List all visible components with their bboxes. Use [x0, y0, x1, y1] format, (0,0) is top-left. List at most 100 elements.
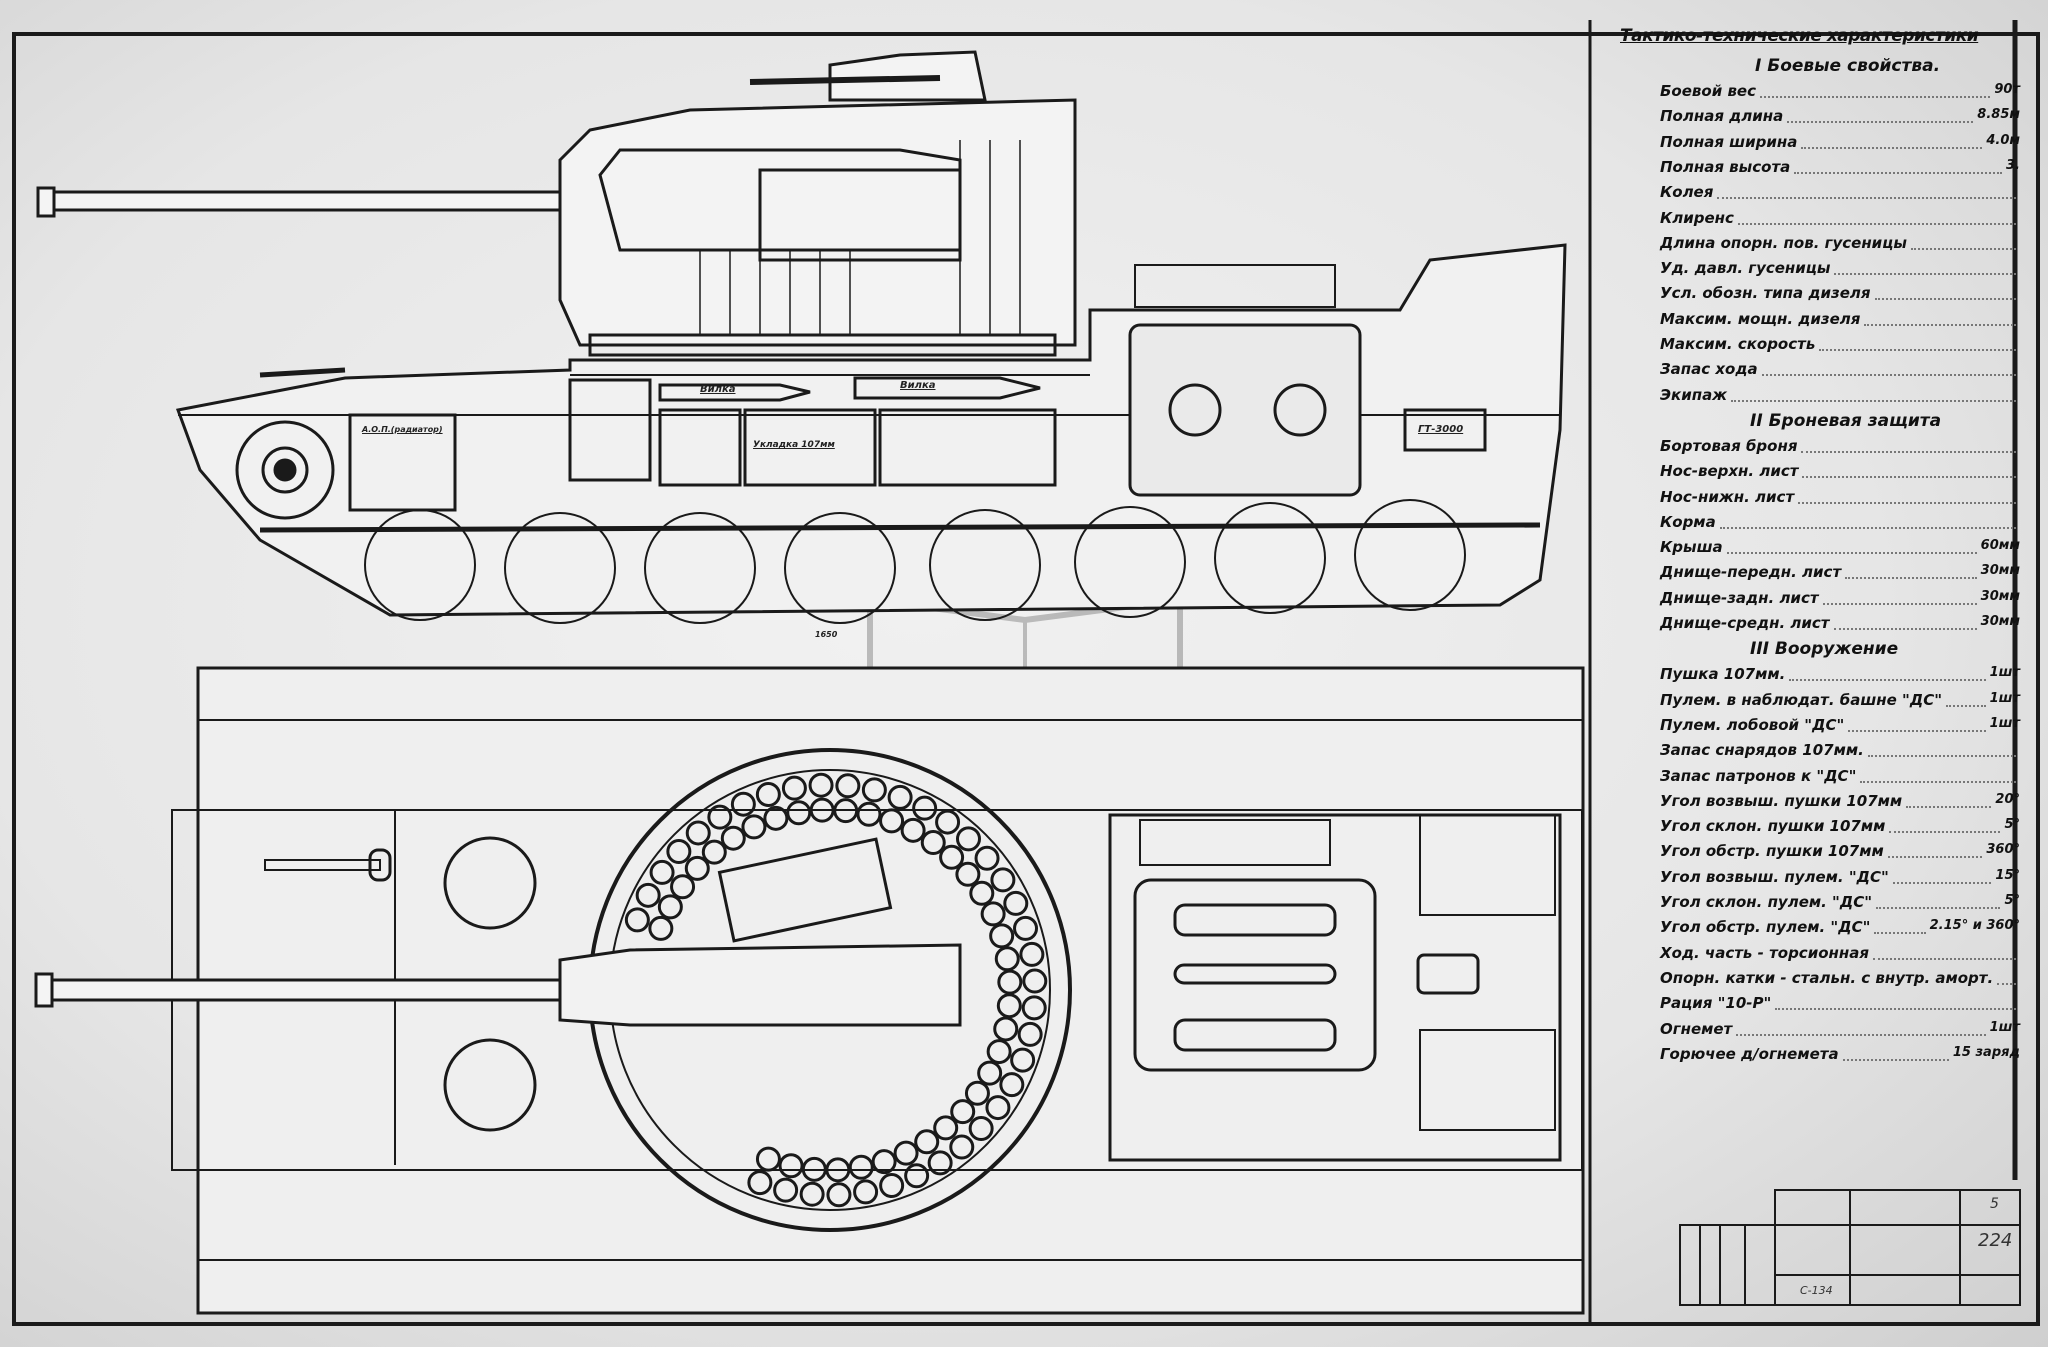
dot-leader: [1833, 614, 1977, 630]
shell-base: [955, 826, 981, 852]
spec-row: Боевой вес 90т: [1660, 82, 2020, 104]
spec-value: 90т: [1994, 82, 2020, 97]
dot-leader: [1860, 767, 2016, 783]
spec-row: Крыша 60мм: [1660, 538, 2020, 560]
spec-value: 1шт: [1989, 665, 2020, 681]
spec-label: Крыша: [1660, 538, 1723, 557]
spec-label: Максим. мощн. дизеля: [1660, 309, 1861, 328]
spec-label: Бортовая броня: [1660, 436, 1798, 455]
spec-row: Пушка 107мм.1шт: [1660, 665, 2020, 687]
spec-value: 1шт: [1989, 690, 2020, 706]
spec-row: Нос-верхн. лист: [1660, 462, 2020, 484]
spec-row: Запас патронов к "ДС": [1660, 767, 2020, 789]
spec-label: Днище-средн. лист: [1660, 614, 1830, 632]
shell-base: [747, 1170, 773, 1196]
shell-base: [707, 804, 733, 830]
spec-label: Угол склон. пушки 107мм: [1660, 817, 1886, 836]
engine-block: [1128, 323, 1362, 497]
dot-leader: [1760, 82, 1991, 98]
shell-base: [887, 784, 913, 810]
shell-base: [1022, 968, 1048, 994]
shell-base: [684, 855, 710, 881]
cupola-mg: [749, 75, 941, 85]
spec-row: Запас хода: [1660, 360, 2020, 382]
radiator-box: [348, 413, 457, 512]
dot-leader: [1737, 209, 2016, 225]
spec-row: Угол обстр. пулем. "ДС"2.15° и 360°: [1660, 918, 2020, 940]
dot-leader: [1726, 538, 1977, 555]
dot-leader: [1787, 107, 1974, 124]
spec-label: Днище-задн. лист: [1660, 588, 1819, 607]
shell-base: [741, 814, 767, 840]
spec-row: Полная ширина 4.0м: [1660, 133, 2020, 155]
shell-base: [781, 775, 807, 801]
shell-base: [701, 839, 727, 865]
spec-value: 5°: [2004, 817, 2020, 833]
title-block: [1679, 1189, 2021, 1306]
shell-base: [685, 820, 711, 846]
shell-base: [989, 923, 1015, 949]
shell-base: [935, 809, 961, 835]
generator-box: [1403, 408, 1487, 452]
shell-base: [969, 880, 995, 906]
shell-base: [853, 1179, 879, 1205]
spec-row: Пулем. в наблюдат. башне "ДС"1шт: [1660, 691, 2020, 713]
dot-leader: [1867, 741, 2016, 758]
shell-base: [871, 1149, 897, 1175]
dot-leader: [1842, 1045, 1949, 1061]
dot-leader: [1719, 513, 2016, 529]
shell-base: [657, 894, 683, 920]
spec-label: Угол возвыш. пушки 107мм: [1660, 791, 1903, 810]
spec-row: Максим. мощн. дизеля: [1660, 310, 2020, 332]
dot-leader: [1731, 386, 2016, 402]
shell-base: [990, 867, 1016, 893]
shell-base: [786, 800, 812, 826]
spec-value: 60мм: [1980, 538, 2020, 554]
shell-base: [755, 1146, 781, 1172]
shell-base: [996, 993, 1022, 1019]
shell-base: [964, 1080, 990, 1106]
spec-value: 4.0м: [1986, 132, 2020, 148]
dot-leader: [1761, 360, 2016, 377]
dot-leader: [1892, 868, 1992, 884]
spec-row: Рация "10-Р": [1660, 994, 2020, 1016]
shell-base: [900, 817, 926, 843]
spec-label: Нос-нижн. лист: [1660, 487, 1795, 506]
spec-label: Полная высота: [1660, 157, 1791, 176]
spec-value: 360°: [1986, 842, 2020, 858]
ammo-rack-lines: [699, 140, 1021, 335]
shell-base: [861, 777, 887, 803]
shell-base: [1003, 890, 1029, 916]
shell-base: [755, 781, 781, 807]
dot-leader: [1802, 462, 2016, 479]
spec-row: Ход. часть - торсионная: [1660, 944, 2020, 966]
spec-section-heading: II Броневая защита: [1750, 410, 1942, 431]
spec-label: Полная ширина: [1660, 132, 1798, 151]
spec-label: Клиренс: [1660, 208, 1734, 227]
spec-value: 1шт: [1989, 1019, 2020, 1035]
spec-row: Днище-задн. лист 30мм: [1660, 589, 2020, 611]
turret-side: [558, 98, 1077, 347]
spec-label: Запас хода: [1660, 360, 1758, 379]
spec-label: Экипаж: [1660, 385, 1728, 404]
spec-label: Запас снарядов 107мм.: [1660, 741, 1864, 760]
shell-base: [720, 825, 746, 851]
shell-base: [949, 1134, 975, 1160]
spec-label: Боевой вес: [1660, 82, 1756, 100]
label-ammo-box: Укладка 107мм: [753, 440, 835, 450]
shell-base: [763, 805, 789, 831]
muzzle-brake: [36, 186, 56, 218]
spec-label: Угол возвыш. пулем. "ДС": [1660, 867, 1889, 886]
label-shell-2: Вилка: [900, 380, 936, 391]
shell-base: [799, 1181, 825, 1207]
spec-value: 30мм: [1980, 588, 2020, 604]
shell-base: [933, 1115, 959, 1141]
shell-base: [1021, 995, 1047, 1021]
shell-base: [927, 1150, 953, 1176]
label-generator: ГТ-3000: [1418, 424, 1464, 435]
title-block-sheet: 5: [1990, 1196, 1999, 1212]
